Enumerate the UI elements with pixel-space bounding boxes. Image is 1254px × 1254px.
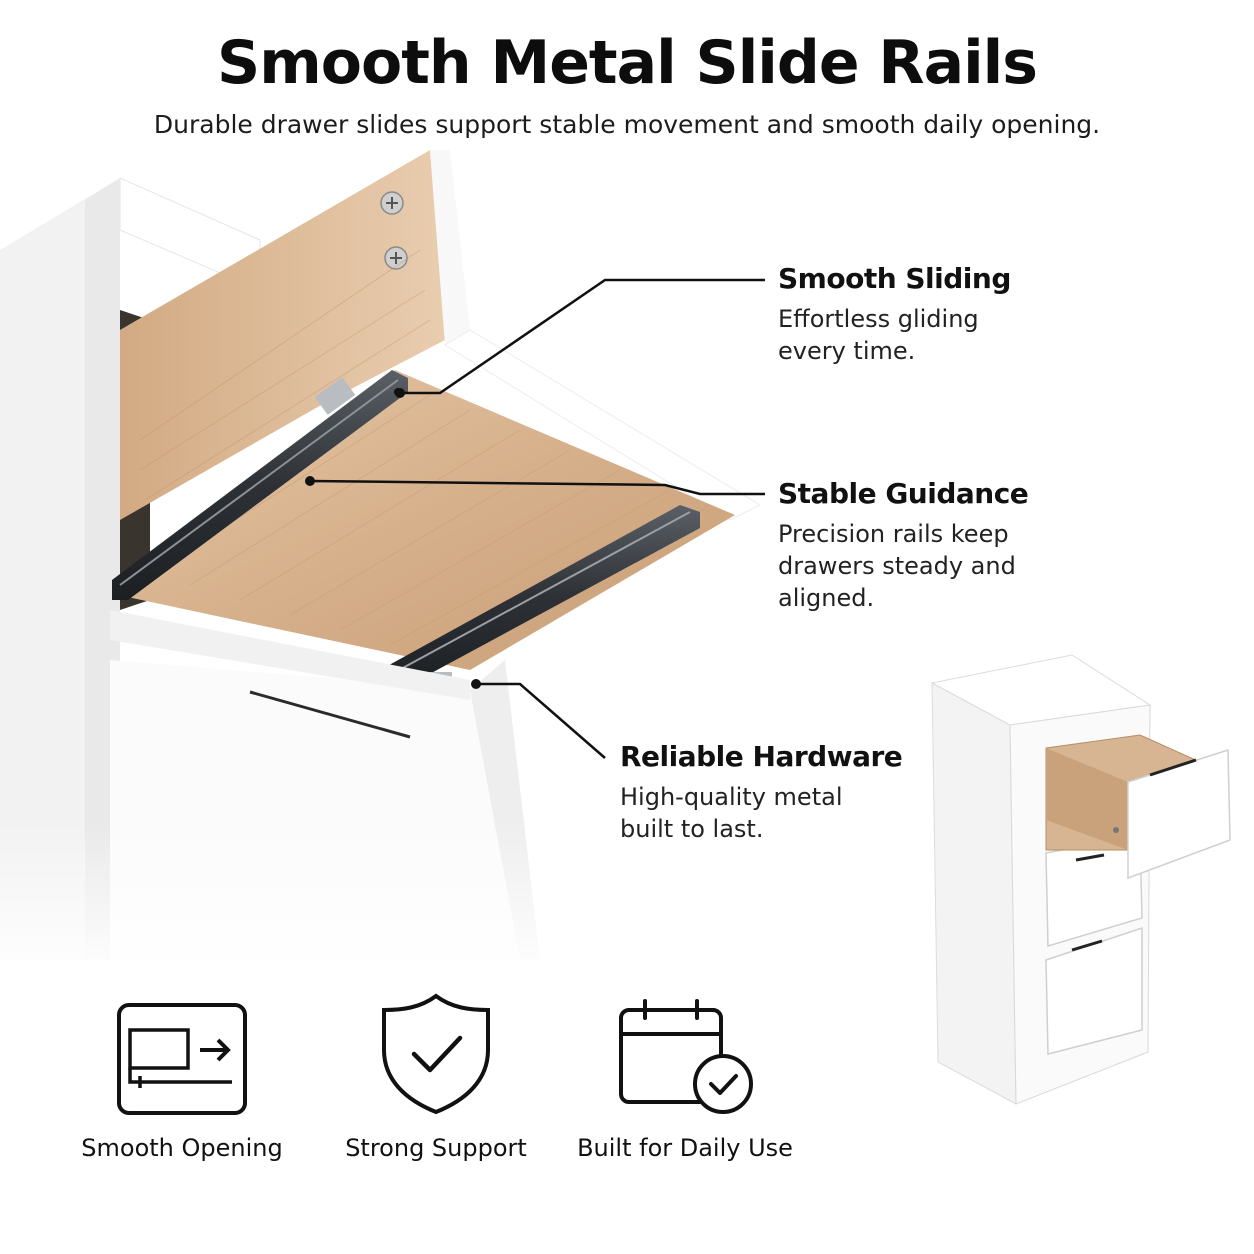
rail-bracket [314,377,356,415]
shield-check-icon [382,993,490,1115]
page-subtitle: Durable drawer slides support stable mov… [153,110,1101,139]
callout-dot [305,476,315,486]
screw-icon [380,191,404,215]
drawer-handle [249,690,411,739]
callout-smooth-sliding: Smooth Sliding Effortless gliding every … [778,262,1011,367]
drawer-back-panel [120,150,445,520]
callout-title: Smooth Sliding [778,262,1011,295]
callout-leader-lines [309,278,765,759]
feature-label: Smooth Opening [81,1134,283,1162]
callout-description: High-quality metal built to last. [620,783,843,843]
drawer-slide-arrow-icon [117,1003,247,1115]
right-slide-rail [380,505,700,690]
drawer-bottom-panel [118,370,735,670]
callout-description: Effortless gliding every time. [778,305,979,365]
callout-reliable-hardware: Reliable Hardware High-quality metal bui… [620,740,903,845]
drawer-side-board [430,150,470,345]
feature-label: Strong Support [345,1134,527,1162]
page-title: Smooth Metal Slide Rails [217,28,1038,98]
screw-icon [384,246,408,270]
callout-dot [471,679,481,689]
feature-built-for-daily-use: Built for Daily Use [575,998,795,1162]
calendar-check-icon [619,999,753,1114]
feature-smooth-opening: Smooth Opening [72,1002,292,1162]
cabinet-thumbnail [930,654,1231,1105]
callout-title: Reliable Hardware [620,740,903,773]
feature-label: Built for Daily Use [577,1134,793,1162]
feature-strong-support: Strong Support [326,992,546,1162]
callout-description: Precision rails keep drawers steady and … [778,520,1016,612]
callout-title: Stable Guidance [778,477,1029,510]
callout-dot [395,388,405,398]
drawer-side-edge [444,329,762,521]
callout-stable-guidance: Stable Guidance Precision rails keep dra… [778,477,1029,614]
